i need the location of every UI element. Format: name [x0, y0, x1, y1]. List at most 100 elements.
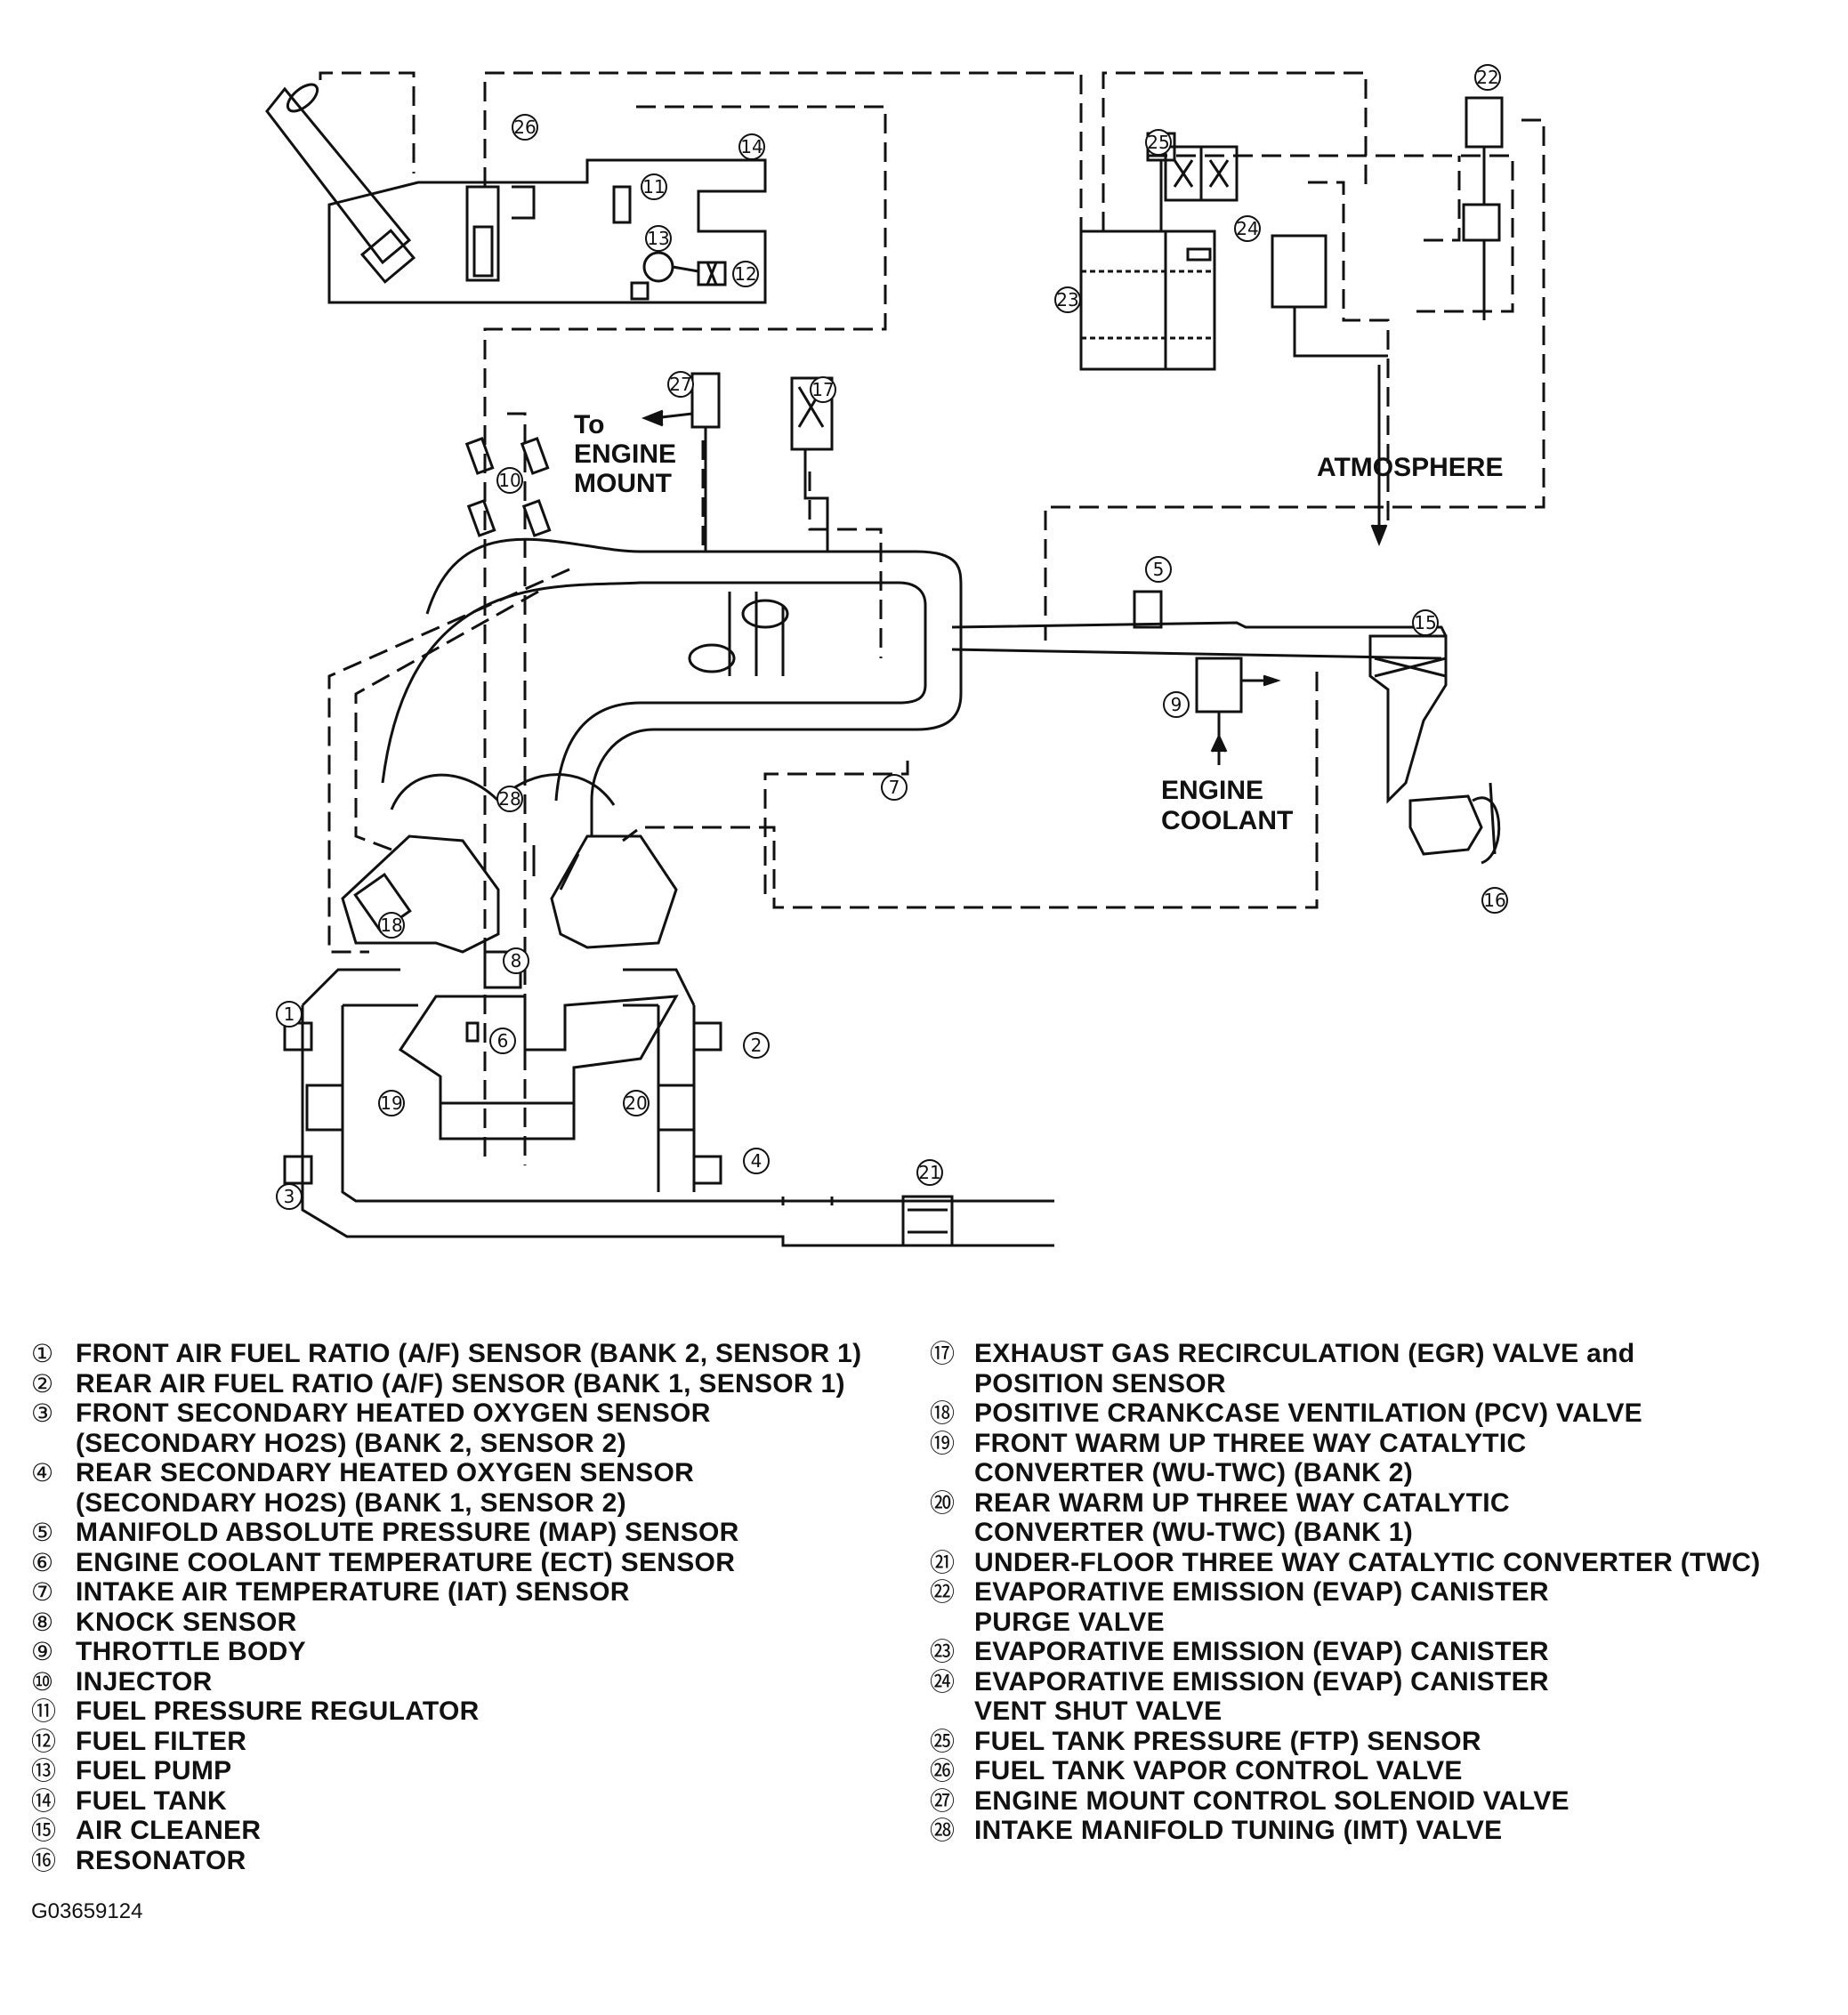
legend-text: FUEL TANK	[76, 1785, 227, 1816]
svg-text:25: 25	[1147, 132, 1169, 153]
injectors	[464, 437, 552, 537]
legend-text: (SECONDARY HO2S) (BANK 1, SENSOR 2)	[76, 1487, 626, 1518]
callout-6: 6	[489, 1028, 516, 1054]
legend-text: AIR CLEANER	[76, 1816, 262, 1845]
figure-code: G03659124	[31, 1899, 143, 1923]
legend-text: THROTTLE BODY	[76, 1637, 306, 1666]
engine-coolant-label-line2: COOLANT	[1161, 806, 1293, 835]
callout-20: 20	[623, 1090, 650, 1116]
legend-number: ㉖	[930, 1757, 956, 1785]
svg-text:12: 12	[734, 263, 756, 285]
legend-entry: ⑨ THROTTLE BODY	[31, 1637, 921, 1667]
callout-12: 12	[732, 261, 759, 287]
legend-number: ㉘	[930, 1817, 956, 1844]
engine-label: ENGINE	[574, 439, 676, 469]
legend-entry: ㉘ INTAKE MANIFOLD TUNING (IMT) VALVE	[930, 1816, 1837, 1846]
legend-number: ③	[31, 1399, 54, 1427]
legend-text: FUEL PRESSURE REGULATOR	[76, 1697, 480, 1726]
fuel-tank	[327, 158, 767, 304]
legend-text: FRONT WARM UP THREE WAY CATALYTIC	[974, 1428, 1527, 1458]
callout-5: 5	[1145, 556, 1172, 583]
legend-number: ⑨	[31, 1638, 54, 1665]
legend-entry: ⑱ POSITIVE CRANKCASE VENTILATION (PCV) VA…	[930, 1398, 1837, 1429]
callout-22: 22	[1474, 64, 1501, 91]
legend-entry: ㉗ ENGINE MOUNT CONTROL SOLENOID VALVE	[930, 1786, 1837, 1817]
callout-2: 2	[743, 1032, 770, 1059]
filler-neck	[265, 83, 416, 284]
evap-canister	[1079, 132, 1388, 547]
legend-text: EVAPORATIVE EMISSION (EVAP) CANISTER	[974, 1577, 1549, 1607]
legend-text: REAR AIR FUEL RATIO (A/F) SENSOR (BANK 1…	[76, 1368, 845, 1398]
svg-text:14: 14	[740, 136, 763, 157]
legend-text: EVAPORATIVE EMISSION (EVAP) CANISTER	[974, 1637, 1549, 1666]
emission-system-diagram: To ENGINE MOUNT ATMOSPHERE ENGINE COOLAN…	[265, 64, 1545, 1247]
svg-text:8: 8	[511, 950, 522, 971]
to-label: To	[574, 410, 604, 439]
svg-text:6: 6	[497, 1030, 509, 1052]
legend-text: POSITIVE CRANKCASE VENTILATION (PCV) VAL…	[974, 1398, 1642, 1428]
legend-text: VENT SHUT VALVE	[974, 1697, 1223, 1726]
engine-mount-solenoid	[641, 372, 721, 552]
callout-15: 15	[1412, 609, 1439, 636]
intake-duct	[951, 590, 1448, 738]
legend-text: INTAKE MANIFOLD TUNING (IMT) VALVE	[974, 1816, 1503, 1845]
legend-number: ㉗	[930, 1786, 956, 1815]
legend-text: FUEL FILTER	[76, 1726, 247, 1756]
callout-18: 18	[378, 912, 405, 939]
legend-number: ⑬	[31, 1757, 57, 1785]
legend-text: FRONT SECONDARY HEATED OXYGEN SENSOR	[76, 1398, 711, 1428]
svg-text:1: 1	[284, 1003, 295, 1025]
svg-text:16: 16	[1483, 890, 1505, 911]
svg-text:26: 26	[513, 117, 536, 138]
diagram-text-to-engine-mount: To ENGINE MOUNT	[574, 410, 676, 498]
legend-number: ㉒	[930, 1578, 956, 1606]
legend-number: ⑱	[930, 1399, 956, 1427]
svg-text:22: 22	[1476, 67, 1498, 88]
legend-number: ⑳	[930, 1488, 956, 1517]
callout-28: 28	[496, 786, 523, 812]
legend-number: ④	[31, 1459, 54, 1487]
legend-entry: ⑭ FUEL TANK	[31, 1786, 921, 1817]
svg-text:28: 28	[498, 788, 521, 810]
legend-number: ⑧	[31, 1608, 54, 1636]
vacuum-hoses	[319, 71, 1545, 1165]
legend-number: ㉓	[930, 1638, 956, 1665]
callout-10: 10	[496, 467, 523, 494]
legend-number: ⑤	[31, 1519, 54, 1546]
legend-text: ENGINE MOUNT CONTROL SOLENOID VALVE	[974, 1785, 1570, 1816]
legend-text: EXHAUST GAS RECIRCULATION (EGR) VALVE an…	[974, 1339, 1635, 1368]
svg-text:9: 9	[1171, 694, 1182, 715]
legend-entry: ⑬ FUEL PUMP	[31, 1756, 921, 1786]
legend-number: ⑲	[930, 1429, 956, 1457]
callout-21: 21	[916, 1159, 943, 1186]
callout-27: 27	[667, 371, 694, 398]
svg-text:3: 3	[284, 1186, 295, 1207]
legend-text: FUEL PUMP	[76, 1756, 232, 1785]
callout-26: 26	[512, 114, 538, 141]
svg-text:21: 21	[918, 1162, 940, 1183]
callout-7: 7	[881, 774, 908, 801]
svg-text:23: 23	[1056, 289, 1078, 310]
legend-text: RESONATOR	[76, 1845, 246, 1875]
callout-1: 1	[276, 1001, 303, 1028]
intake-plenum	[381, 537, 963, 836]
atmosphere-label: ATMOSPHERE	[1317, 453, 1503, 482]
callout-11: 11	[641, 173, 667, 200]
engine-coolant-label-line1: ENGINE	[1161, 776, 1263, 805]
callout-19: 19	[378, 1090, 405, 1116]
legend-number: ⑭	[31, 1786, 57, 1815]
